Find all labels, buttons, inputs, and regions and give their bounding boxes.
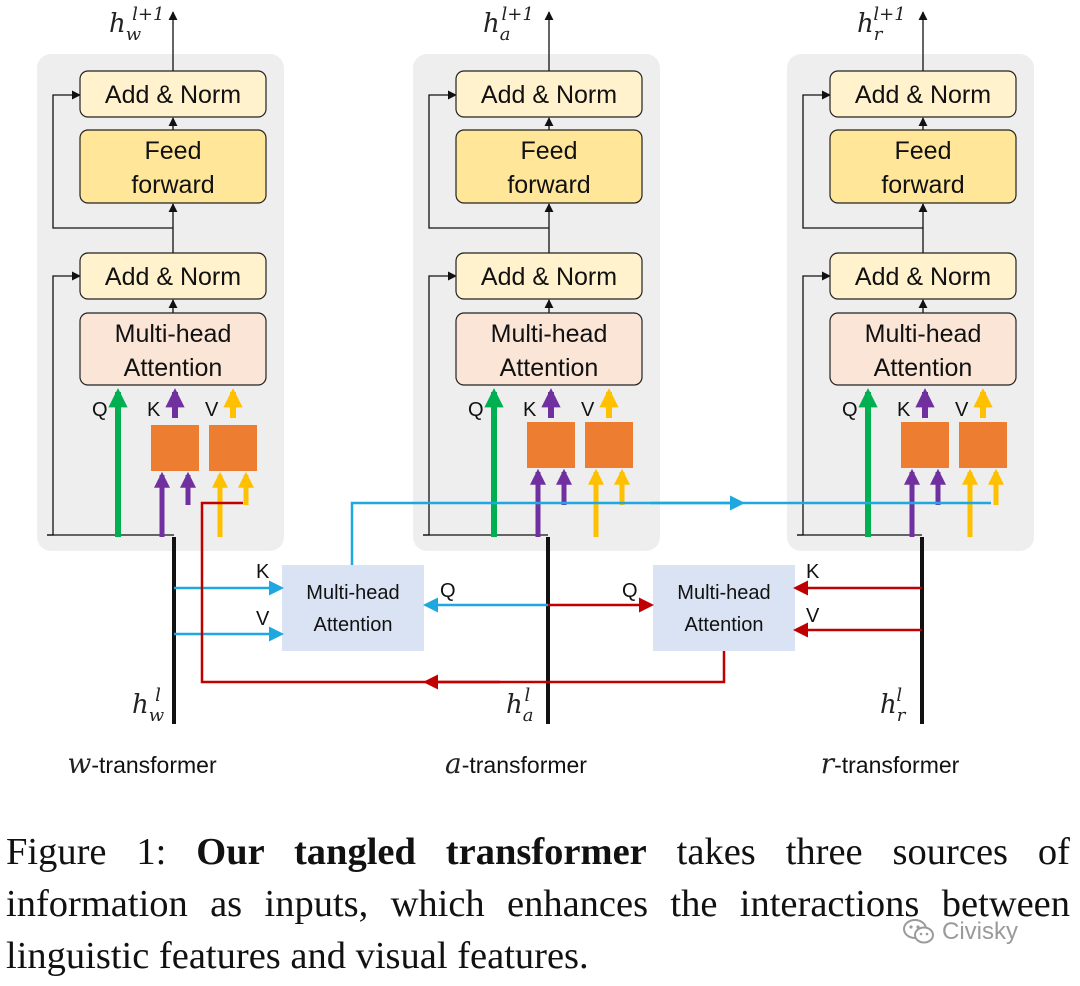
cross-k-label-r: K [806,561,820,583]
feed-forward-label-1: Feed [145,137,202,165]
cross-attention-label-1: Multi-head [306,582,399,604]
output-label: hwl+1 [109,4,164,45]
add-norm-block-top [455,70,643,118]
feed-forward-label-1: Feed [895,137,952,165]
add-norm-block-top [829,70,1017,118]
attention-label-1: Multi-head [865,320,982,348]
q-label: Q [468,399,484,421]
add-norm-label-bottom: Add & Norm [105,263,241,291]
input-label: hrl [880,685,907,726]
feed-forward-block [455,129,643,204]
q-label: Q [842,399,858,421]
v-projection-box [209,425,257,471]
add-norm-label-top: Add & Norm [481,81,617,109]
watermark-text: Civisky [942,918,1018,945]
input-label: hal [506,685,533,726]
feed-forward-label-2: forward [131,171,214,199]
v-label: V [205,399,219,421]
output-label: hrl+1 [857,4,906,45]
v-label: V [955,399,969,421]
feed-forward-block [829,129,1017,204]
wechat-icon [903,919,934,944]
figure-caption: Figure 1: Our tangled transformer takes … [6,826,1070,982]
feed-forward-label-2: forward [881,171,964,199]
k-label: K [897,399,911,421]
multi-head-attention-block [79,312,267,386]
attention-label-2: Attention [500,354,599,382]
residual-connection-top [802,90,923,229]
transformer-name: w-transformer [67,747,217,780]
residual-connection-top [52,90,173,229]
feed-forward-block [79,129,267,204]
residual-connection-top [428,90,549,229]
output-label: hal+1 [483,4,534,45]
feed-forward-label-2: forward [507,171,590,199]
attention-label-1: Multi-head [115,320,232,348]
multi-head-attention-block [829,312,1017,386]
add-norm-block-bottom [79,252,267,300]
attention-label-2: Attention [874,354,973,382]
add-norm-label-bottom: Add & Norm [855,263,991,291]
add-norm-block-bottom [829,252,1017,300]
blue-output-line [350,501,991,565]
k-projection-box [901,422,949,468]
cross-attention-box [282,565,424,651]
cross-attention-label-2: Attention [685,614,764,636]
k-label: K [147,399,161,421]
attention-label-1: Multi-head [491,320,608,348]
k-projection-box [527,422,575,468]
transformer-name: r-transformer [821,747,960,780]
q-label: Q [92,399,108,421]
cross-k-label-w: K [256,561,270,583]
cross-v-label-w: V [256,608,270,630]
add-norm-label-top: Add & Norm [855,81,991,109]
red-output-line [200,501,726,684]
cross-attention-box [653,565,795,651]
v-projection-box [585,422,633,468]
add-norm-label-top: Add & Norm [105,81,241,109]
caption-rest: takes three sources of information as in… [6,831,1070,977]
add-norm-label-bottom: Add & Norm [481,263,617,291]
cross-attention-label-2: Attention [314,614,393,636]
k-projection-box [151,425,199,471]
attention-label-2: Attention [124,354,223,382]
v-projection-box [959,422,1007,468]
v-label: V [581,399,595,421]
watermark: Civisky [902,918,1018,946]
feed-forward-label-1: Feed [521,137,578,165]
cross-q-label-r: Q [622,580,638,602]
cross-q-label-w: Q [440,580,456,602]
caption-prefix: Figure 1: [6,831,197,873]
caption-bold: Our tangled transformer [196,831,647,873]
multi-head-attention-block [455,312,643,386]
k-label: K [523,399,537,421]
input-label: hwl [132,685,165,726]
add-norm-block-top [79,70,267,118]
cross-attention-label-1: Multi-head [677,582,770,604]
add-norm-block-bottom [455,252,643,300]
transformer-name: a-transformer [445,747,587,780]
cross-v-label-r: V [806,605,820,627]
